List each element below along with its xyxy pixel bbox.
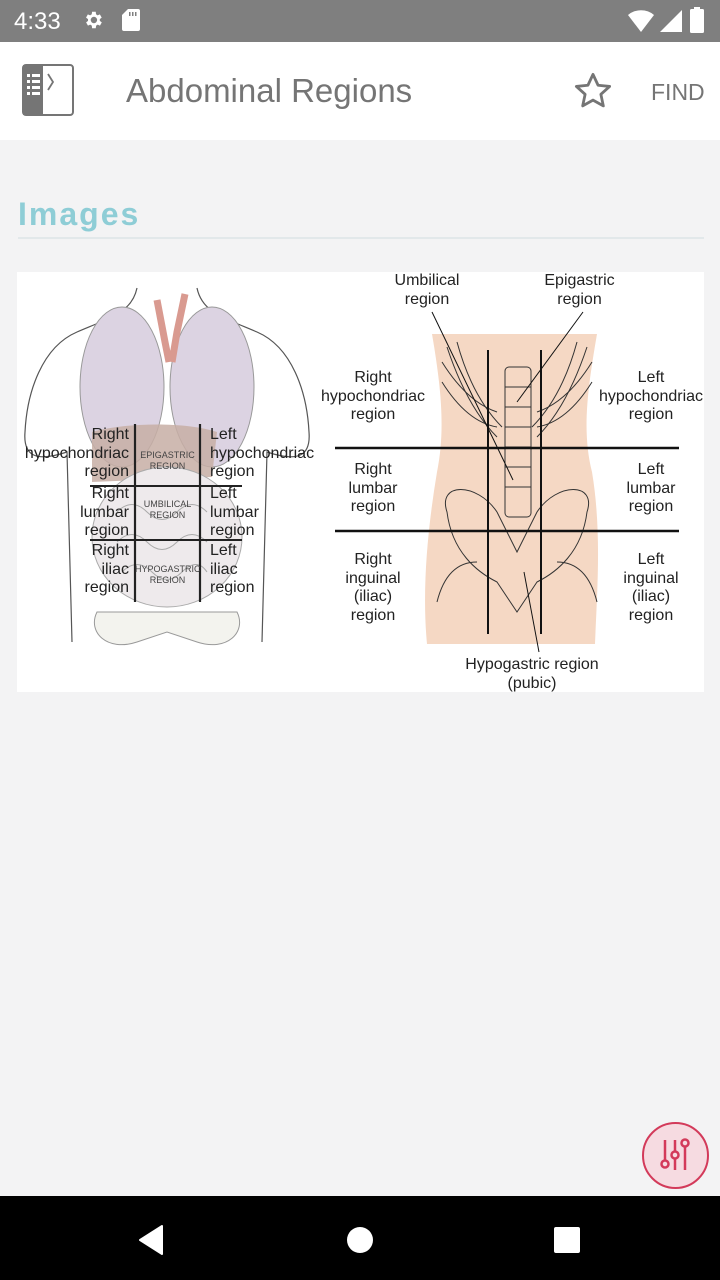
label-hypogastric-region: HYPOGASTRIC REGION — [135, 564, 201, 585]
home-button[interactable] — [340, 1220, 380, 1260]
sd-card-icon — [122, 9, 140, 36]
table-of-contents-icon — [22, 64, 74, 116]
star-outline-icon — [574, 72, 612, 108]
recents-square-icon — [554, 1227, 580, 1253]
home-circle-icon — [347, 1227, 373, 1253]
label-right-lumbar: Right lumbar region — [80, 485, 129, 539]
content-area: Images Right hypochondriac region Lef — [0, 140, 720, 1196]
label-left-hypochondriac: Left hypochondriac region — [210, 426, 315, 480]
system-navigation-bar — [0, 1196, 720, 1280]
cell-signal-icon — [660, 10, 682, 37]
gear-icon — [82, 9, 104, 36]
app-bar: Abdominal Regions FIND — [0, 42, 720, 140]
label-right-hypochondriac-2: Right hypochondriac region — [320, 369, 426, 423]
recents-button[interactable] — [547, 1220, 587, 1260]
label-epigastric-region-pointer: Epigastric region — [544, 272, 615, 308]
label-right-hypochondriac: Right hypochondriac region — [24, 426, 129, 480]
status-time: 4:33 — [14, 8, 61, 35]
torso-organs-illustration — [24, 287, 310, 646]
label-umbilical-region-pointer: Umbilical region — [394, 272, 460, 308]
sliders-icon — [660, 1138, 690, 1170]
section-divider — [18, 237, 704, 239]
wifi-icon — [628, 10, 654, 37]
label-right-inguinal: Right inguinal (iliac) region — [345, 551, 401, 624]
back-button[interactable] — [132, 1220, 172, 1260]
label-right-iliac: Right iliac region — [84, 542, 129, 596]
status-bar: 4:33 — [0, 0, 720, 42]
battery-icon — [690, 7, 704, 38]
abdominal-regions-figure[interactable]: Right hypochondriac region Left hypochon… — [17, 272, 704, 692]
label-left-lumbar: Left lumbar region — [210, 485, 259, 539]
label-right-lumbar-2: Right lumbar region — [348, 461, 398, 515]
label-left-hypochondriac-2: Left hypochondriac region — [598, 369, 704, 423]
section-title: Images — [18, 196, 141, 232]
page-title: Abdominal Regions — [126, 72, 413, 109]
label-left-lumbar-2: Left lumbar region — [626, 461, 676, 515]
label-umbilical-region: UMBILICAL REGION — [143, 499, 192, 520]
back-triangle-icon — [139, 1225, 163, 1255]
favorite-button[interactable] — [572, 70, 614, 112]
settings-sliders-button[interactable] — [642, 1122, 709, 1189]
find-button[interactable]: FIND — [651, 79, 705, 105]
label-epigastric-region: EPIGASTRIC REGION — [140, 450, 195, 471]
label-left-inguinal: Left inguinal (iliac) region — [623, 551, 679, 624]
skeleton-regions-illustration — [335, 311, 679, 653]
label-left-iliac: Left iliac region — [210, 542, 255, 596]
table-of-contents-button[interactable] — [22, 64, 76, 118]
label-hypogastric-region-pointer: Hypogastric region (pubic) — [465, 656, 599, 692]
